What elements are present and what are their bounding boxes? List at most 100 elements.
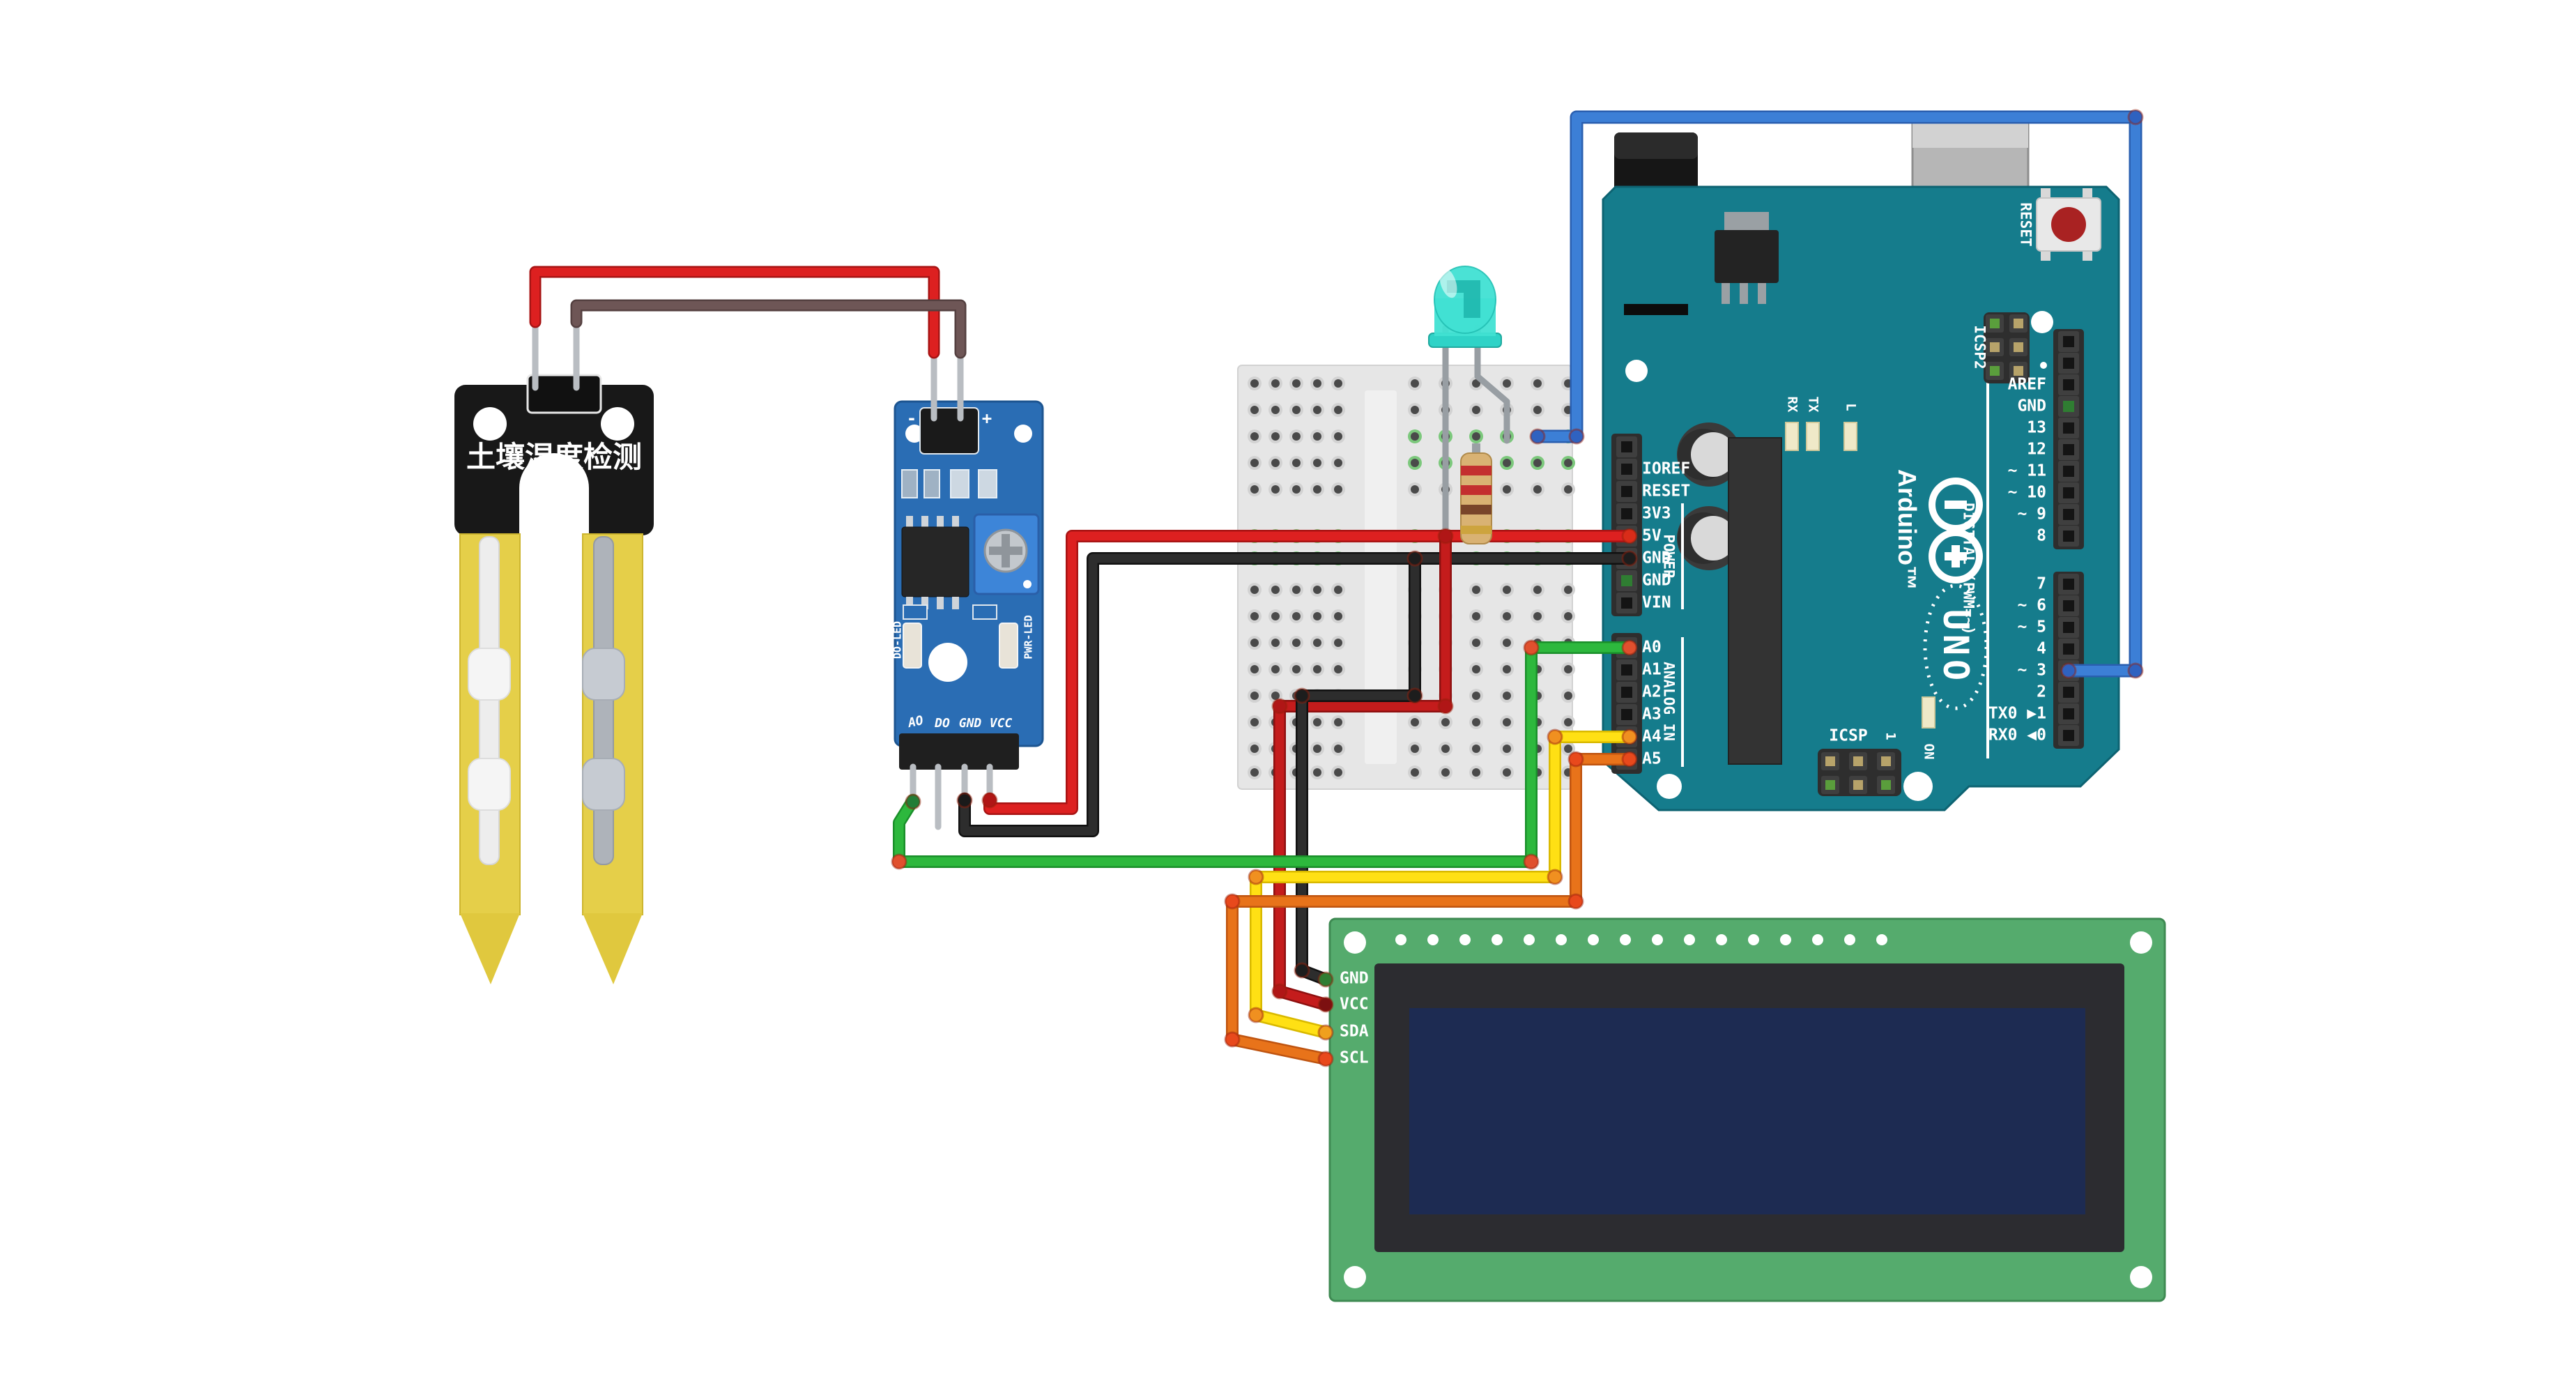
breadboard-hole	[1334, 379, 1342, 388]
breadboard-hole	[1334, 639, 1342, 647]
wire-brown-probe	[572, 301, 965, 357]
resistor-band-brown	[1461, 505, 1492, 514]
probe-connector	[526, 374, 602, 414]
label: A5	[1642, 749, 1662, 768]
module-do-led	[903, 623, 922, 669]
label: DO-LED	[891, 620, 904, 659]
uno-oval	[1923, 584, 1988, 710]
wire-yellow-sda	[1251, 732, 1634, 1037]
probe-pad	[582, 758, 625, 811]
label: VCC	[1340, 995, 1369, 1014]
label: 13	[2027, 418, 2046, 437]
pin-hole	[2063, 401, 2074, 412]
label: GND	[1340, 969, 1369, 988]
breadboard-hole	[1472, 745, 1480, 753]
breadboard-hole	[1334, 432, 1342, 441]
breadboard-hole	[1292, 406, 1301, 414]
probe-tip-left	[460, 913, 520, 984]
wire-connector-dot	[1568, 428, 1585, 445]
wire-connector-dot	[1529, 428, 1546, 445]
breadboard-hole	[1271, 665, 1280, 673]
breadboard-hole	[1564, 745, 1572, 753]
wire-connector-dot	[1294, 962, 1310, 979]
wire-connector-dot	[1248, 869, 1264, 885]
led-highlight	[1439, 268, 1457, 298]
module-ic-leg	[937, 516, 944, 528]
breadboard-hole	[1503, 586, 1511, 594]
wire-connector-dot	[1621, 729, 1638, 745]
pin-hole	[1881, 780, 1891, 790]
label: ~ 3	[2017, 661, 2046, 680]
label: RESET	[2017, 202, 2034, 247]
breadboard-hole	[1292, 639, 1301, 647]
lcd-pin-hole	[1652, 934, 1663, 945]
tx-led	[1806, 422, 1820, 451]
l-led	[1843, 422, 1857, 451]
breadboard-hole	[1313, 639, 1321, 647]
breadboard-hole	[1334, 586, 1342, 594]
label: RX0 ◀0	[1988, 726, 2046, 745]
barrel-jack-top	[1614, 132, 1698, 159]
wire-connector-dot	[1437, 528, 1454, 544]
led-leg-anode	[1474, 324, 1510, 444]
breadboard-hole	[1313, 586, 1321, 594]
wire-connector-dot	[1271, 698, 1288, 715]
probe-pad	[468, 758, 511, 811]
label: ON	[1921, 743, 1937, 760]
breadboard-hole	[1271, 432, 1280, 441]
breadboard-hole	[1472, 639, 1480, 647]
breadboard-hole	[1271, 586, 1280, 594]
wire-connector-dot	[2127, 662, 2144, 679]
breadboard-hole	[1292, 586, 1301, 594]
breadboard-hole	[1334, 406, 1342, 414]
label: DIGITAL (PWM=~)	[1960, 503, 1977, 635]
breadboard-hole	[1564, 718, 1572, 726]
breadboard-hole	[1411, 768, 1419, 777]
breadboard-hole	[1250, 432, 1259, 441]
label: VCC	[989, 716, 1013, 731]
breadboard-hole	[1292, 612, 1301, 620]
breadboard-hole	[1441, 768, 1450, 777]
breadboard-hole	[1503, 612, 1511, 620]
regulator-leg	[1758, 283, 1766, 304]
label: GND	[958, 716, 982, 731]
breadboard-hole	[1472, 612, 1480, 620]
reset-button-cap	[2051, 207, 2086, 242]
label: ~ 6	[2017, 596, 2046, 615]
pin-hole	[2014, 342, 2023, 352]
label: ICSP2	[1971, 325, 1988, 369]
breadboard-hole	[1411, 745, 1419, 753]
pin-hole	[2063, 466, 2074, 477]
wire-connector-dot	[891, 853, 907, 870]
probe-pad	[582, 648, 625, 701]
breadboard-hole	[1503, 718, 1511, 726]
module-smd	[923, 469, 940, 498]
module-ic-leg	[952, 597, 959, 609]
lcd-pin-hole	[1492, 934, 1503, 945]
silkscreen-line-power	[1681, 503, 1684, 609]
label: VIN	[1642, 593, 1671, 612]
breadboard-hole	[1250, 692, 1259, 700]
pin-hole	[1881, 756, 1891, 766]
breadboard-hole	[1313, 432, 1321, 441]
label: TX0 ▶1	[1988, 704, 2046, 723]
pin-hole	[2063, 487, 2074, 498]
pin-hole	[1990, 319, 2000, 328]
breadboard-hole	[1411, 432, 1419, 441]
lcd-pin-hole	[1876, 934, 1887, 945]
board-hole	[1625, 360, 1648, 382]
module-smd	[978, 469, 997, 498]
lcd-mount-hole	[1344, 931, 1366, 954]
lcd-pin-hole	[1812, 934, 1823, 945]
lcd-pin-hole	[1459, 934, 1471, 945]
breadboard-hole	[1472, 586, 1480, 594]
breadboard-hole	[1250, 639, 1259, 647]
pin-hole	[2014, 319, 2023, 328]
wire-connector-dot	[1567, 751, 1584, 768]
label: 3V3	[1642, 504, 1671, 523]
wire-connector-dot	[1224, 893, 1241, 910]
label: L	[1843, 403, 1859, 411]
breadboard-hole	[1472, 432, 1480, 441]
lcd-pin-hole	[1427, 934, 1439, 945]
label: AREF	[2007, 375, 2046, 394]
